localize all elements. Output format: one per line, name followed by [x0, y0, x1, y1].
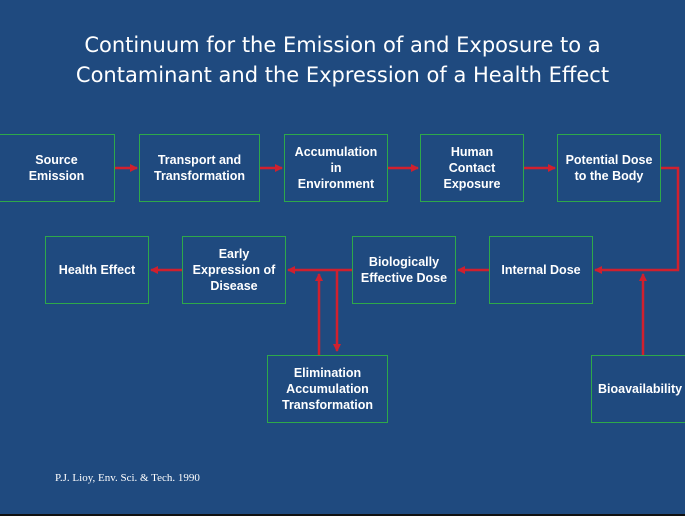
slide-title: Continuum for the Emission of and Exposu…	[0, 30, 685, 90]
box-internal-dose: Internal Dose	[489, 236, 593, 304]
arrow-potential-to-internal	[594, 166, 680, 274]
box-elimination-accumulation-transformation: Elimination Accumulation Transformation	[267, 355, 388, 423]
box-accumulation-environment: Accumulation in Environment	[284, 134, 388, 202]
box-early-expression-disease: Early Expression of Disease	[182, 236, 286, 304]
box-health-effect: Health Effect	[45, 236, 149, 304]
title-line-2: Contaminant and the Expression of a Heal…	[75, 63, 610, 87]
box-transport-transformation: Transport and Transformation	[139, 134, 260, 202]
box-potential-dose: Potential Dose to the Body	[557, 134, 661, 202]
box-bioavailability: Bioavailability	[591, 355, 685, 423]
box-human-contact-exposure: Human Contact Exposure	[420, 134, 524, 202]
box-source-emission: Source Emission	[0, 134, 115, 202]
title-line-1: Continuum for the Emission of and Exposu…	[84, 33, 601, 57]
bottom-divider	[0, 514, 685, 516]
citation: P.J. Lioy, Env. Sci. & Tech. 1990	[55, 472, 200, 484]
box-biologically-effective-dose: Biologically Effective Dose	[352, 236, 456, 304]
